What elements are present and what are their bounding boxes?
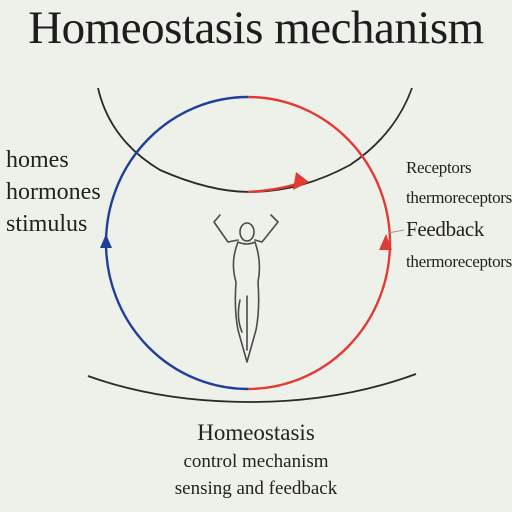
right-label-thermoreceptors-2: thermoreceptors	[406, 252, 512, 272]
blue-loop-arc	[106, 97, 248, 389]
left-label-stimulus: stimulus	[6, 210, 87, 238]
right-label-thermoreceptors-1: thermoreceptors	[406, 188, 512, 208]
center-arrowhead-icon	[293, 172, 309, 190]
right-label-receptors: Receptors	[406, 158, 471, 178]
bottom-label-line-2: control mechanism	[0, 451, 512, 473]
left-label-homes: homes	[6, 146, 69, 174]
red-loop-arc	[248, 97, 390, 389]
blue-arrowhead-icon	[100, 234, 112, 248]
left-label-hormones: hormones	[6, 178, 101, 206]
human-figure-arms-raised-icon	[214, 215, 278, 362]
right-label-feedback: Feedback	[406, 219, 484, 239]
bottom-label-line-3: sensing and feedback	[0, 478, 512, 500]
bottom-label-heading: Homeostasis	[0, 420, 512, 446]
outer-top-arc	[98, 88, 412, 192]
